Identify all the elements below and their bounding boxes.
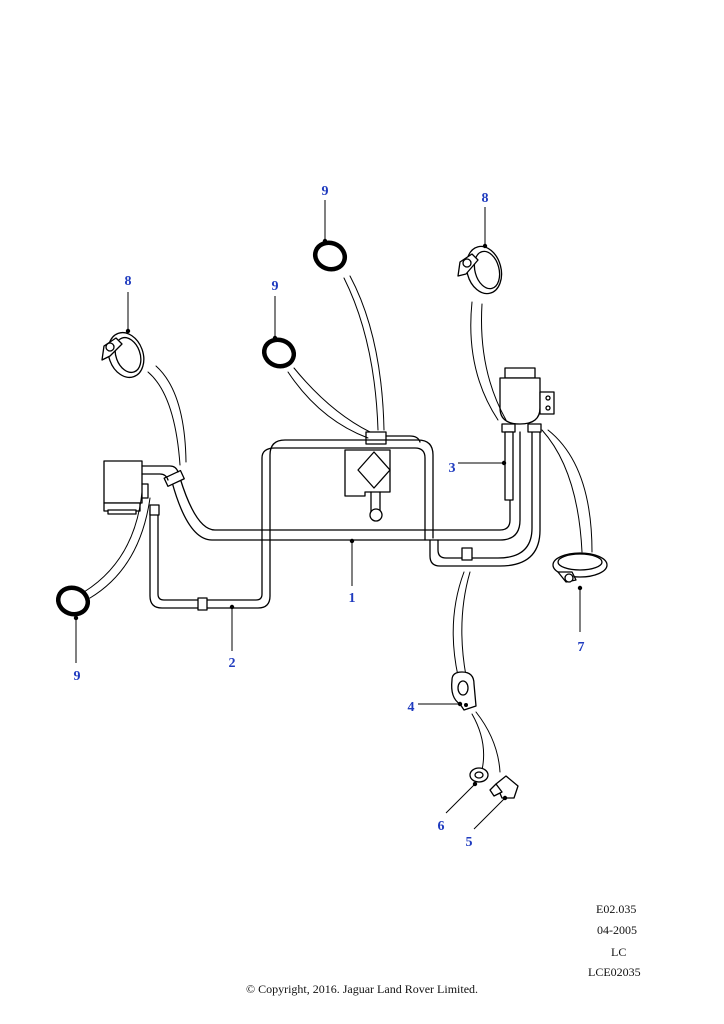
hose-clamp-left [101,331,145,379]
callout-label-4: 4 [408,700,415,715]
callout-1: 1 [349,538,356,606]
callout-label-5: 5 [466,835,473,850]
hose-clamp-7 [552,552,608,583]
o-ring-left [55,585,91,617]
bolt-part-5 [489,775,519,799]
leader-lines [83,275,593,773]
bracket-clip [451,671,477,711]
callout-label-7: 7 [578,640,585,655]
callout-9-mid: 9 [272,279,279,341]
callout-2: 2 [229,604,236,671]
reference-date: 04-2005 [597,923,637,937]
callout-label-3: 3 [449,461,456,476]
callout-8-right: 8 [482,191,489,249]
reference-code: E02.035 [596,902,637,916]
callout-3: 3 [449,460,507,476]
o-ring-top [312,240,348,272]
callout-9-left: 9 [74,615,81,684]
callout-label-9-top: 9 [322,184,329,199]
fluid-reservoir [499,367,555,501]
callout-label-8-right: 8 [482,191,489,206]
callout-9-top: 9 [322,184,329,244]
callout-7: 7 [578,585,585,655]
nut-part-6 [469,767,489,783]
callout-8-left: 8 [125,274,132,334]
callout-6: 6 [438,781,478,834]
callout-label-1: 1 [349,591,356,606]
image-code: LCE02035 [588,965,641,979]
hose-part-2 [149,439,434,611]
callout-5: 5 [466,795,508,850]
callout-label-8-left: 8 [125,274,132,289]
o-ring-middle [261,337,297,369]
callout-4: 4 [408,700,463,715]
hose-part-1 [163,429,541,567]
control-valve [344,431,421,522]
callout-label-2: 2 [229,656,236,671]
callout-label-6: 6 [438,819,445,834]
pump-unit [103,460,179,515]
callout-label-9-left: 9 [74,669,81,684]
hose-clamp-right [457,245,503,295]
reference-lc: LC [611,945,627,959]
copyright-notice: © Copyright, 2016. Jaguar Land Rover Lim… [245,982,479,996]
callout-label-9-mid: 9 [272,279,279,294]
